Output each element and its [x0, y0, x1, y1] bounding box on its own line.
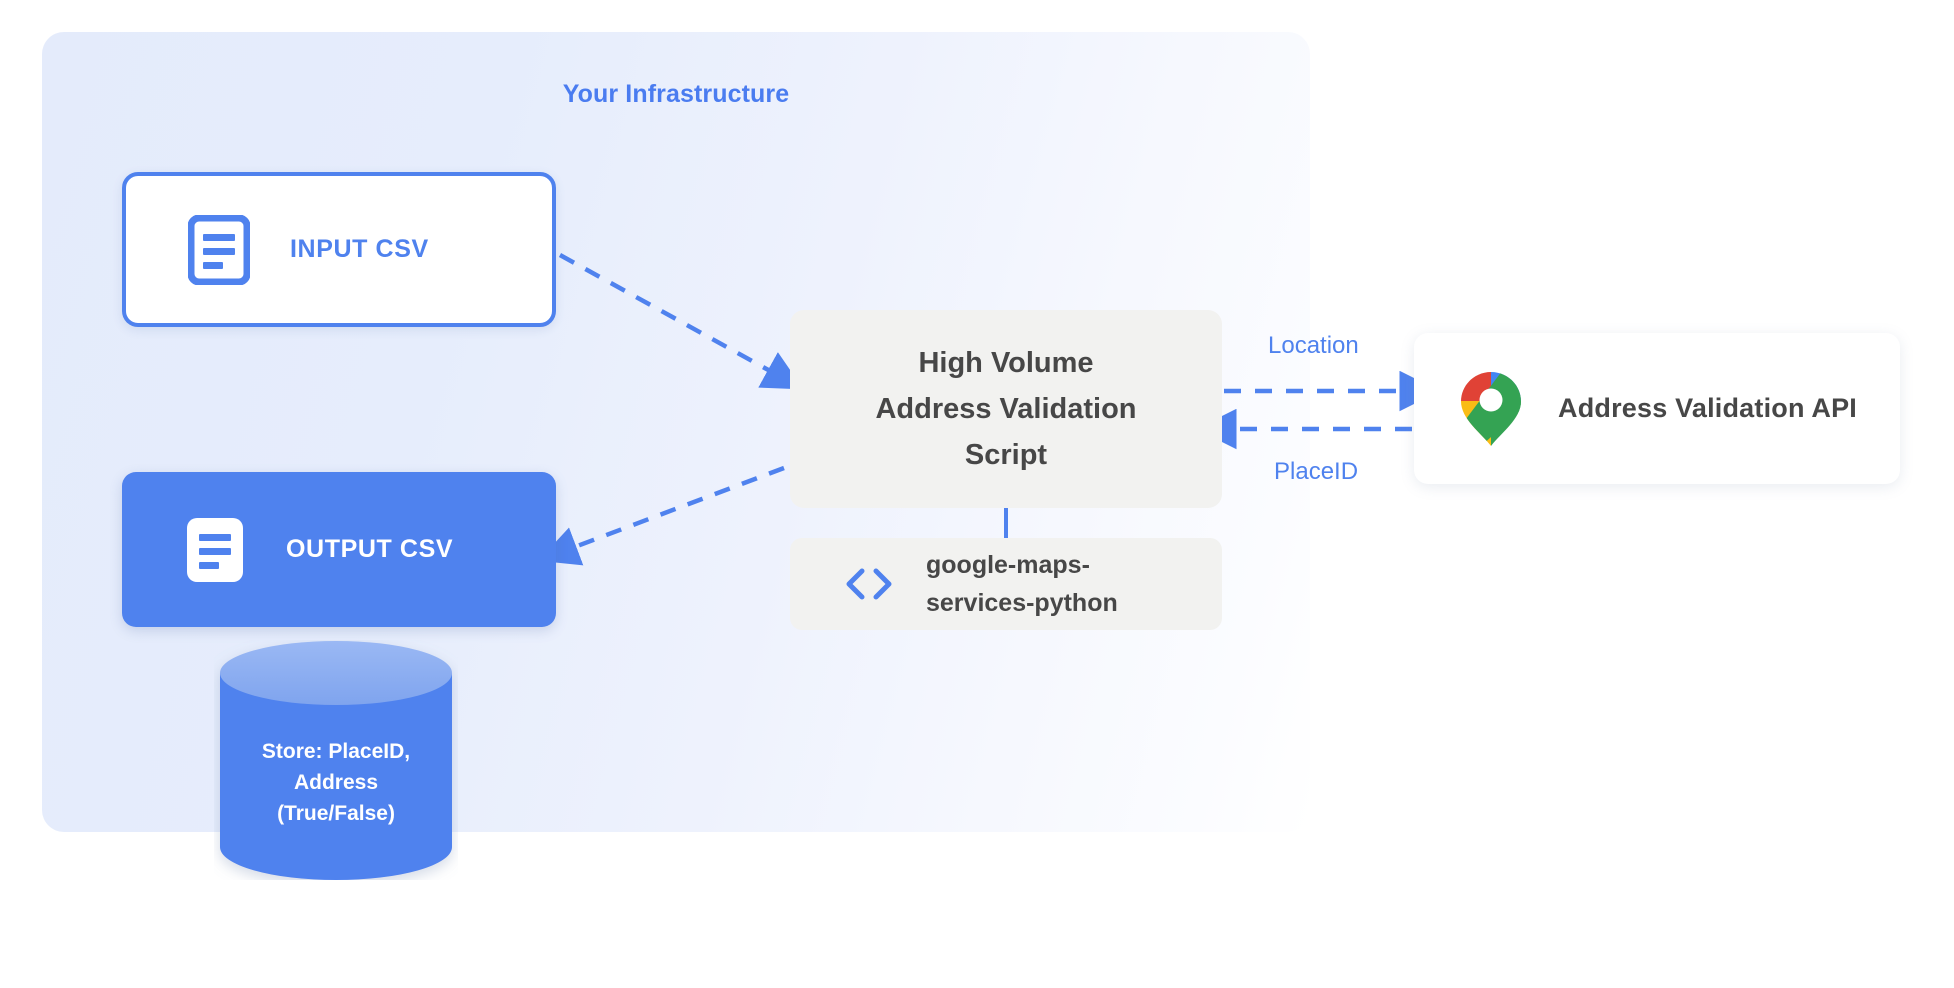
infrastructure-title: Your Infrastructure: [562, 80, 790, 108]
api-label: Address Validation API: [1558, 393, 1857, 423]
script-title: High Volume Address Validation Script: [790, 340, 1222, 478]
database-node[interactable]: Store: PlaceID, Address (True/False): [214, 640, 458, 880]
document-icon: [188, 214, 250, 285]
script-node[interactable]: High Volume Address Validation Script: [790, 310, 1222, 508]
script-title-line2: Address Validation: [875, 393, 1137, 425]
library-node[interactable]: google-maps- services-python: [790, 538, 1222, 630]
library-label-line2: services-python: [926, 589, 1118, 617]
output-csv-label: OUTPUT CSV: [286, 535, 454, 563]
code-brackets-icon: [846, 568, 892, 600]
library-label: google-maps- services-python: [926, 546, 1118, 622]
library-label-line1: google-maps-: [926, 551, 1090, 579]
script-title-line1: High Volume: [918, 347, 1094, 379]
location-edge-label: Location: [1268, 332, 1359, 359]
google-maps-pin-icon: [1461, 371, 1521, 446]
script-library-connector: [1004, 508, 1008, 538]
input-csv-label: INPUT CSV: [290, 235, 429, 263]
document-icon: [187, 517, 243, 582]
output-csv-node[interactable]: OUTPUT CSV: [122, 472, 556, 627]
database-cylinder-icon: [220, 641, 452, 880]
input-csv-node[interactable]: INPUT CSV: [122, 172, 556, 327]
placeid-edge-label: PlaceID: [1274, 458, 1359, 485]
address-validation-api-node[interactable]: Address Validation API: [1414, 333, 1900, 484]
script-title-line3: Script: [964, 439, 1048, 471]
